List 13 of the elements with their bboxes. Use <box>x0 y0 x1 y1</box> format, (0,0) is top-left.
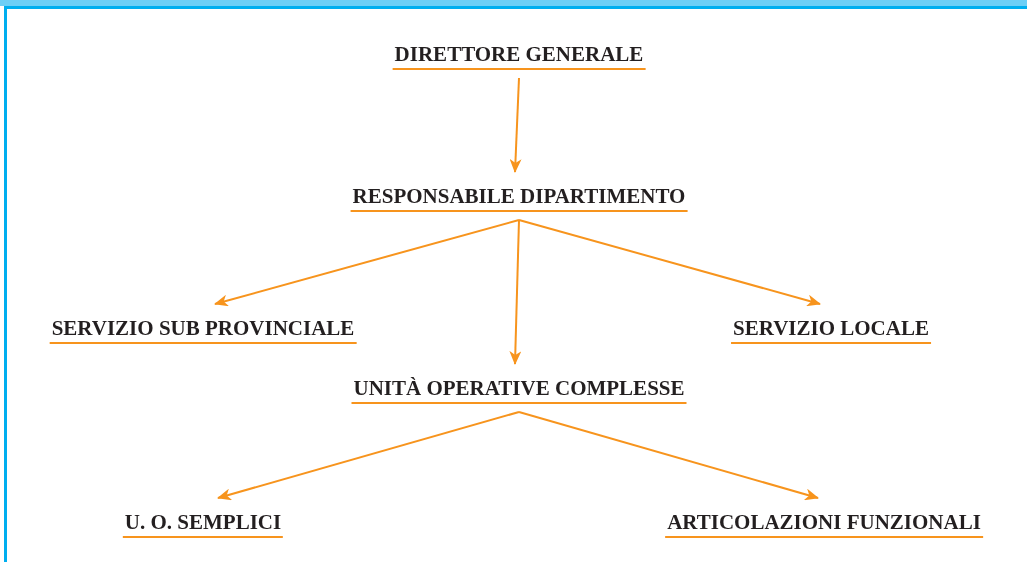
arrow <box>217 411 520 501</box>
arrow <box>518 411 819 501</box>
arrow <box>509 219 522 365</box>
role-label: SERVIZIO LOCALE <box>731 316 931 344</box>
role-label: U. O. SEMPLICI <box>122 510 284 538</box>
role-label: ARTICOLAZIONI FUNZIONALI <box>665 510 983 538</box>
role-label: RESPONSABILE DIPARTIMENTO <box>350 184 688 212</box>
arrow <box>214 219 520 307</box>
arrow <box>518 219 821 307</box>
role-label: SERVIZIO SUB PROVINCIALE <box>49 316 357 344</box>
role-label: UNITÀ OPERATIVE COMPLESSE <box>351 376 687 404</box>
role-label: DIRETTORE GENERALE <box>392 42 646 70</box>
arrow <box>509 77 522 173</box>
